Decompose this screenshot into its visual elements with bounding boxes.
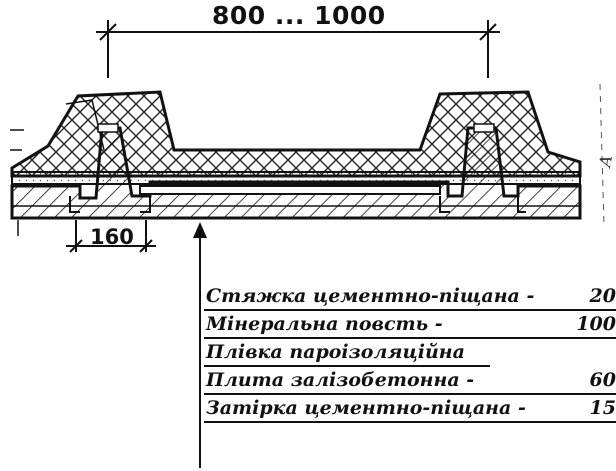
leader-line [193, 222, 207, 468]
left-edge-marks [10, 129, 24, 236]
layer-name: Плівка пароізоляційна [206, 341, 465, 363]
side-note-label: А [595, 153, 616, 169]
layers-legend: Стяжка цементно-піщана - 20 Мінеральна п… [204, 284, 616, 424]
layer-row: Мінеральна повсть - 100 [204, 312, 616, 339]
layer-row: Стяжка цементно-піщана - 20 [204, 284, 616, 311]
layer-name: Стяжка цементно-піщана - [206, 285, 535, 307]
dimension-top: 800 ... 1000 [96, 1, 500, 78]
dimension-bottom: 160 [66, 220, 156, 253]
layer-row: Затірка цементно-піщана - 15 [204, 396, 616, 423]
dimension-top-label: 800 ... 1000 [212, 1, 386, 30]
layer-thickness: 100 [576, 313, 616, 335]
side-note: А [595, 83, 616, 227]
layer-thickness: 15 [589, 397, 616, 419]
concrete-slab [10, 123, 582, 220]
layer-name: Мінеральна повсть - [206, 313, 443, 335]
layer-row: Плівка пароізоляційна [204, 340, 490, 367]
layer-name: Плита залізобетонна - [206, 369, 475, 391]
layer-row: Плита залізобетонна - 60 [204, 368, 616, 395]
layer-thickness: 20 [589, 285, 616, 307]
layer-name: Затірка цементно-піщана - [206, 397, 526, 419]
layer-thickness: 60 [589, 369, 616, 391]
dimension-bottom-label: 160 [90, 225, 134, 249]
